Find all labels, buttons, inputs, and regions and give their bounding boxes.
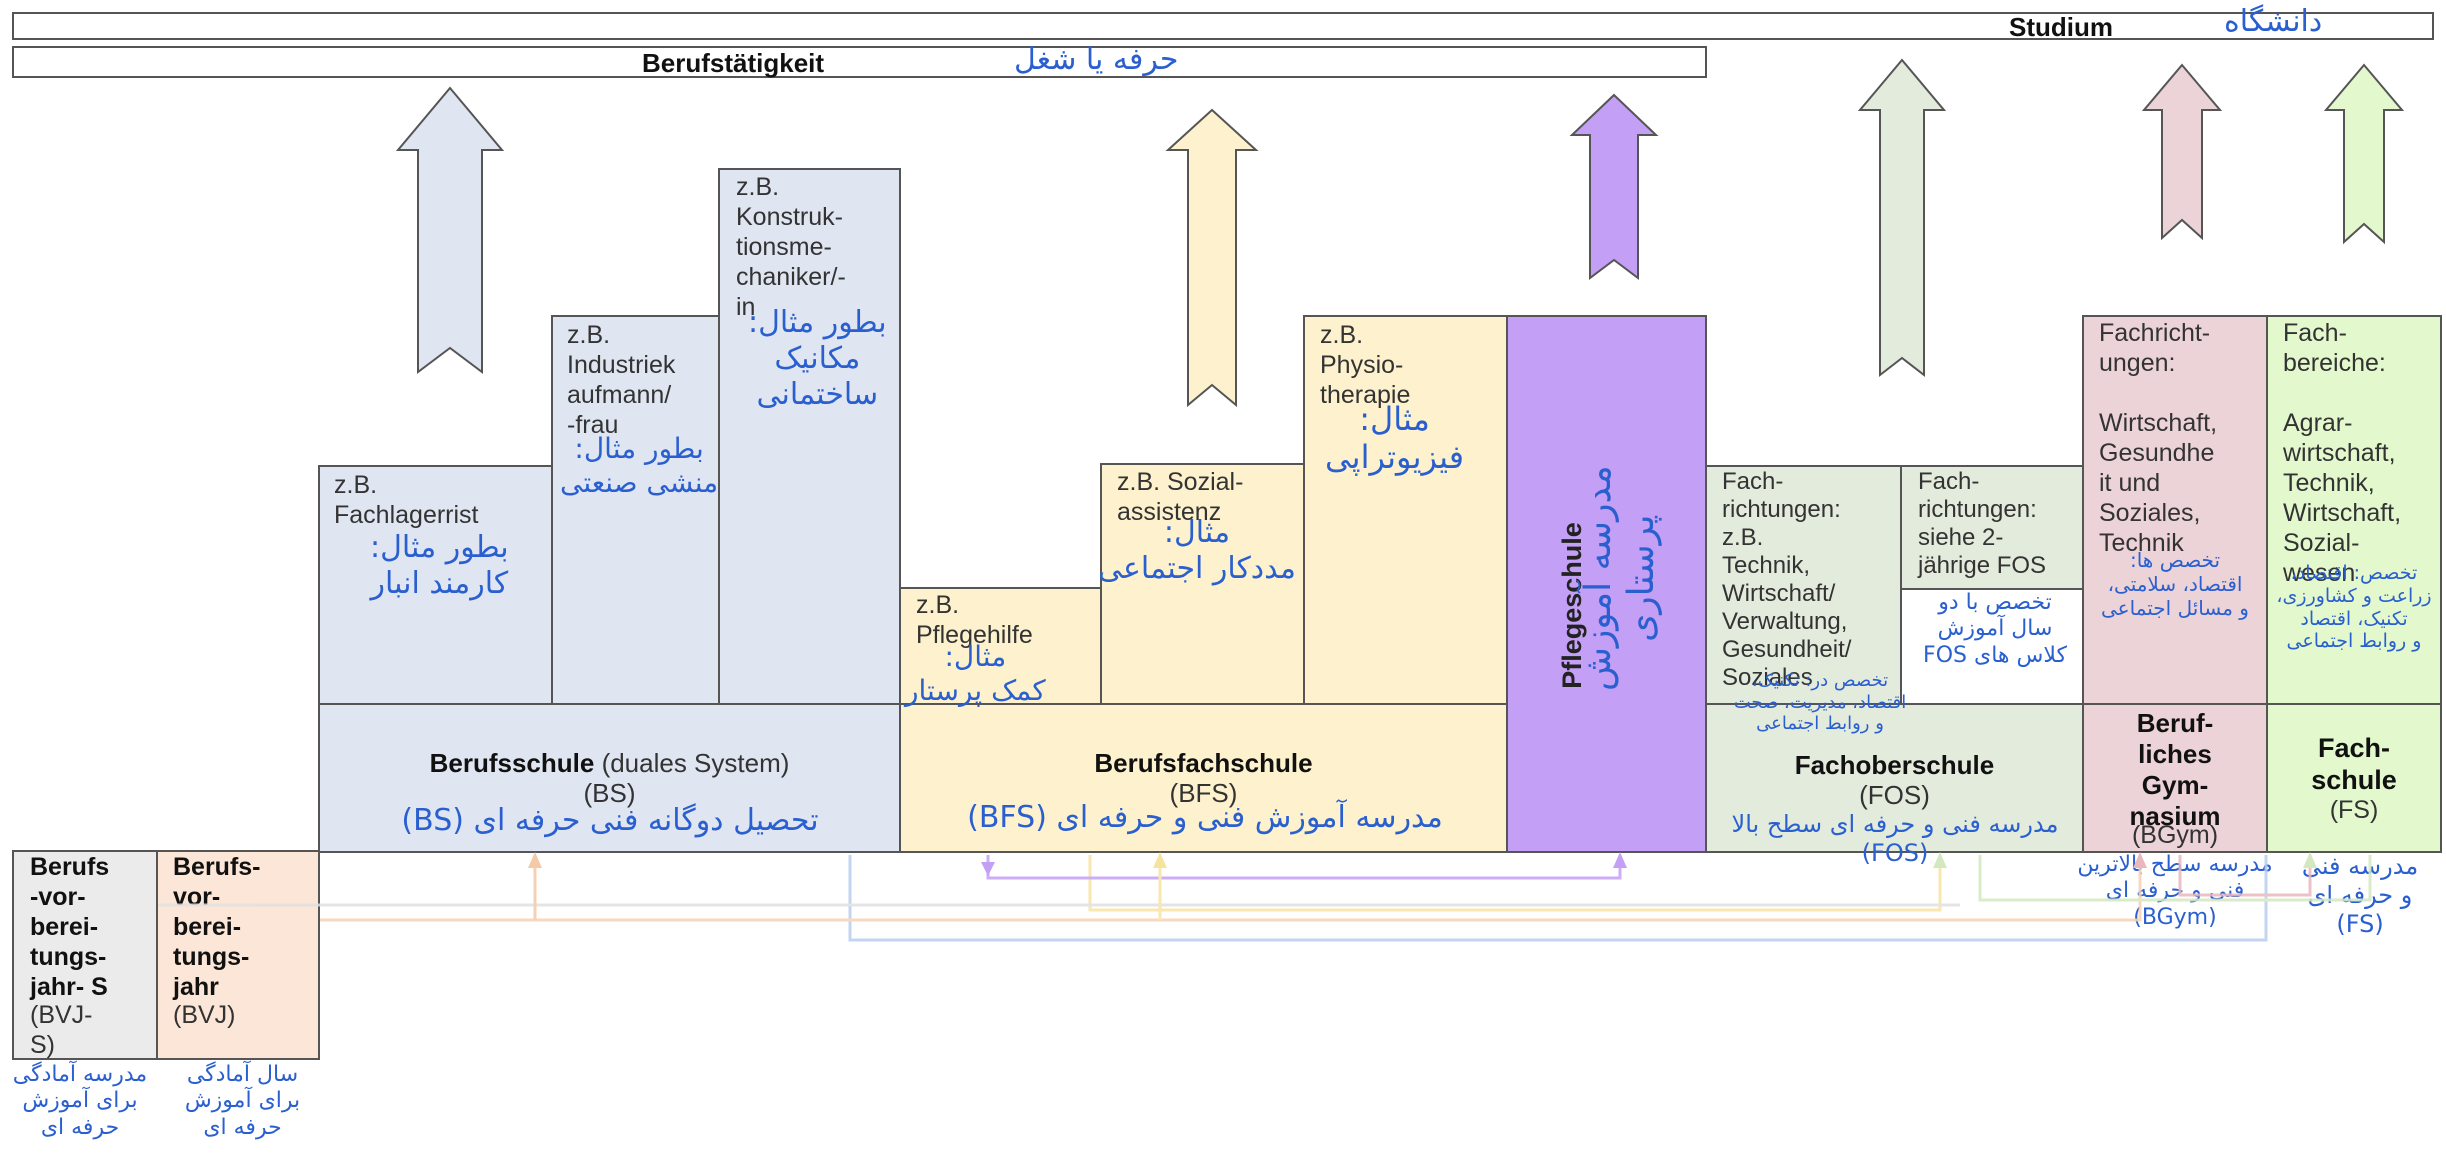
bvjs-box <box>12 850 158 1060</box>
path-bfs <box>1088 855 1942 912</box>
bfs-example-1: z.B. Pflegehilfe <box>916 591 1033 649</box>
arrow-bs <box>395 86 505 374</box>
bs-name-label: Berufsschule <box>429 748 595 778</box>
bfs-translation: مدرسه آموزش فنی و حرفه ای (BFS) <box>967 800 1443 835</box>
bfs-base <box>899 703 1508 853</box>
bvj-name: Berufs- vor- berei- tungs- jahr <box>173 853 261 1001</box>
bs-step-1 <box>318 465 553 705</box>
studium-bar: Studium دانشگاه <box>12 4 2434 42</box>
arrow-bfs <box>1165 108 1259 408</box>
bs-abbr: (BS) <box>583 778 636 808</box>
path-pflege <box>986 855 1622 880</box>
studium-translation: دانشگاه <box>2224 4 2323 39</box>
beruf-label: Berufstätigkeit <box>642 48 825 78</box>
bfs-abbr: (BFS) <box>1169 778 1238 808</box>
fos-abbr: (FOS) <box>1859 780 1930 810</box>
path-bs <box>848 855 2268 942</box>
fos-translation: مدرسه فنی و حرفه ای سطح بالا (FOS) <box>1731 810 2059 867</box>
bgym-translation: مدرسه سطح بالاترین فنی و حرفه ای (BGym) <box>2077 852 2273 930</box>
path-bvj-orange <box>320 855 2142 922</box>
bs-name: Berufsschule (duales System) <box>318 748 901 778</box>
bgym-name: Beruf- liches Gym- nasium <box>2129 708 2221 831</box>
bgym-directions: Fachricht- ungen: Wirtschaft, Gesundhe i… <box>2099 319 2218 557</box>
path-arrow-6 <box>2133 852 2147 868</box>
arrow-fos <box>1857 58 1947 378</box>
fos-directions-1: Fach- richtungen: z.B. Technik, Wirtscha… <box>1722 468 1852 691</box>
fos-base <box>1705 703 2084 853</box>
pflege-box <box>1506 315 1707 853</box>
bfs-name: Berufsfachschule <box>1094 748 1313 778</box>
bvj-translation: سال آمادگی برای آموزش حرفه ای <box>184 1062 301 1140</box>
studium-label: Studium <box>2009 12 2113 42</box>
bs-name-suffix: (duales System) <box>601 748 790 778</box>
fos-dir-2-box <box>1900 465 2084 590</box>
bs-example-2: z.B. Industriek aufmann/ -frau <box>567 321 676 439</box>
fos-directions-2-translation: تخصص با دو سال آموزش کلاس های FOS <box>1923 590 2067 668</box>
path-fos-green <box>1978 855 2372 902</box>
bvj-box <box>156 850 320 1060</box>
arrow-pflege <box>1569 93 1659 280</box>
bfs-example-3-translation: مثال: فیزیوتراپی <box>1325 400 1465 477</box>
fs-directions: Fach- bereiche: Agrar- wirtschaft, Techn… <box>2283 319 2402 587</box>
fs-box <box>2266 315 2442 853</box>
arrow-fs <box>2323 63 2405 245</box>
fs-name: Fach- schule <box>2311 733 2397 795</box>
bvj-abbr: (BVJ) <box>173 1001 236 1029</box>
bs-base <box>318 703 901 853</box>
bs-step-3 <box>718 168 901 705</box>
fos-dir-2-lower <box>1900 588 2084 705</box>
fs-divider <box>2266 703 2442 705</box>
beruf-translation: حرفه یا شغل <box>1014 42 1179 77</box>
fs-abbr: (FS) <box>2329 796 2379 824</box>
bgym-divider <box>2082 703 2268 705</box>
bgym-abbr: (BGym) <box>2131 821 2219 849</box>
bs-example-1-translation: بطور مثال: کارمند انبار <box>370 530 509 601</box>
path-arrow-3 <box>981 862 995 876</box>
bvjs-translation: مدرسه آمادگی برای آموزش حرفه ای <box>12 1062 148 1140</box>
fs-translation: مدرسه فنی و حرفه ای (FS) <box>2301 852 2419 938</box>
bs-example-3-translation: بطور مثال: مکانیک ساختمانی <box>748 305 887 412</box>
path-arrow-2 <box>1153 852 1167 868</box>
fos-directions-1-translation: تخصص در: تکنیک، اقتصاد، مدیریت، صحت و رو… <box>1733 670 1907 735</box>
bs-example-3: z.B. Konstruk- tionsme- chaniker/- in <box>736 173 846 321</box>
fos-directions-2: Fach- richtungen: siehe 2- jährige FOS <box>1918 468 2047 579</box>
path-arrow-7 <box>2303 852 2317 868</box>
bs-example-2-translation: بطور مثال: منشی صنعتی <box>560 432 719 499</box>
bfs-example-2: z.B. Sozial- assistenz <box>1117 468 1244 526</box>
beruf-bar: Berufstätigkeit حرفه یا شغل <box>12 42 1707 78</box>
arrow-bgym <box>2141 63 2223 241</box>
fos-name: Fachoberschule <box>1794 750 1995 780</box>
bfs-example-1-translation: مثال: کمک پرستار <box>905 640 1046 707</box>
bvjs-name: Berufs -vor- berei- tungs- jahr- S <box>30 853 110 1001</box>
bfs-example-2-translation: مثال: مددکار اجتماعی <box>1098 515 1296 586</box>
bvjs-abbr: (BVJ- S) <box>30 1001 93 1059</box>
path-arrow-1 <box>528 852 542 868</box>
path-bgym-pink <box>2178 855 2312 897</box>
path-arrow-4 <box>1613 852 1627 868</box>
path-arrow-5 <box>1933 852 1947 868</box>
bgym-directions-translation: تخصص ها: اقتصاد، سلامتی، و مسائل اجتماعی <box>2101 548 2249 620</box>
bs-translation: تحصیل دوگانه فنی حرفه ای (BS) <box>401 803 819 838</box>
bfs-step-2 <box>1100 463 1305 705</box>
fs-directions-translation: تخصص: اقتصاد، زراعت و کشاورزی، تکنیک، اق… <box>2276 562 2432 653</box>
bs-example-1: z.B. Fachlagerrist <box>334 471 479 529</box>
bfs-example-3: z.B. Physio- therapie <box>1320 321 1411 409</box>
